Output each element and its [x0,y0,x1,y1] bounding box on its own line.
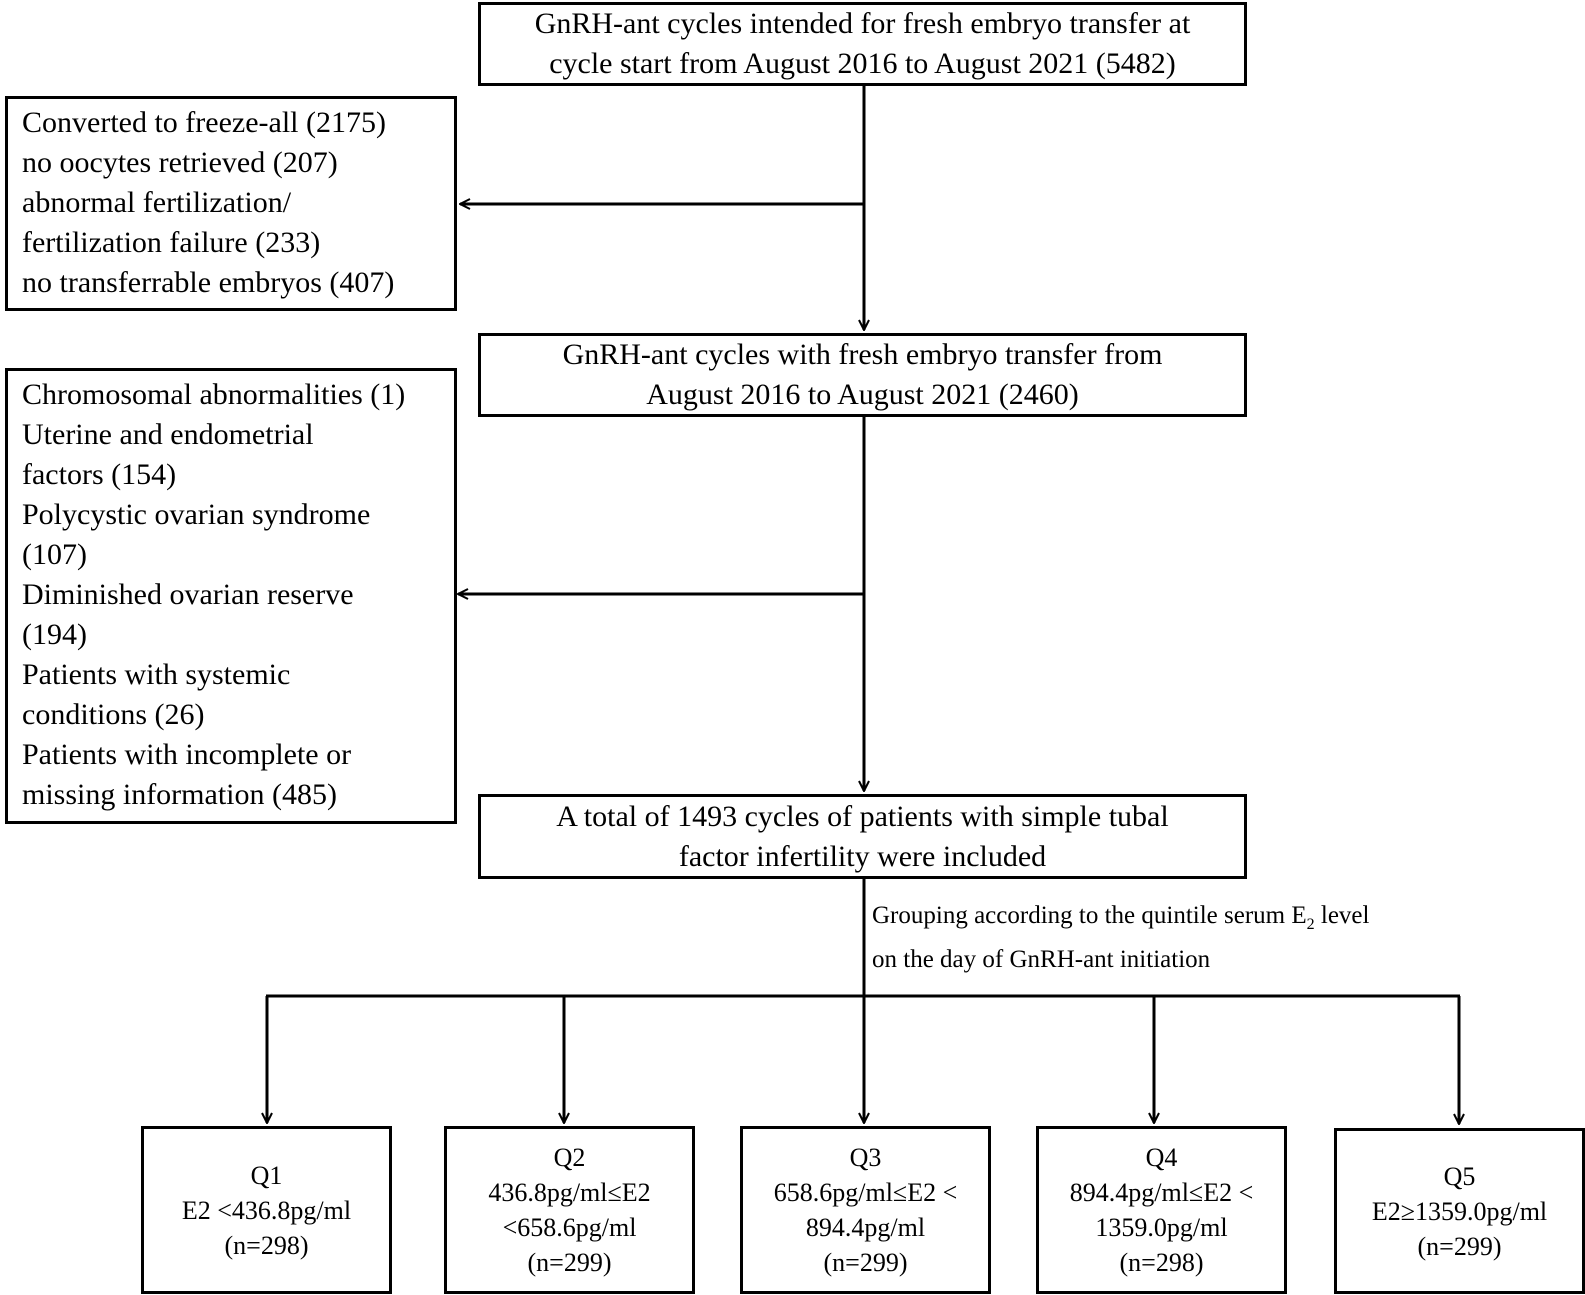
quintile-box-q2: Q2 436.8pg/ml≤E2 <658.6pg/ml (n=299) [444,1126,695,1294]
quintile-range: 436.8pg/ml≤E2 [488,1178,651,1207]
grouping-note-prefix: Grouping according to the quintile serum… [872,902,1307,929]
quintile-box-q3: Q3 658.6pg/ml≤E2 < 894.4pg/ml (n=299) [740,1126,991,1294]
quintile-label: Q3 [849,1143,882,1172]
top-box-line2: cycle start from August 2016 to August 2… [549,47,1176,80]
exclusion2-item: (194) [22,618,87,651]
quintile-range: 658.6pg/ml≤E2 < [773,1178,958,1207]
exclusion2-item: Polycystic ovarian syndrome [22,498,371,531]
exclusion2-item: missing information (485) [22,778,337,811]
quintile-count: (n=298) [1119,1248,1204,1277]
included-box-line1: A total of 1493 cycles of patients with … [556,799,1169,833]
exclusion1-item: fertilization failure (233) [22,226,321,259]
exclusion1-item: abnormal fertilization/ [22,186,292,219]
quintile-count: (n=299) [823,1248,908,1277]
grouping-note: Grouping according to the quintile serum… [872,898,1369,977]
quintile-count: (n=298) [224,1230,309,1260]
exclusion2-item: Chromosomal abnormalities (1) [22,378,406,411]
top-box-line1: GnRH-ant cycles intended for fresh embry… [534,7,1191,40]
quintile-count: (n=299) [527,1248,612,1277]
quintile-box-q1: Q1 E2 <436.8pg/ml (n=298) [141,1126,392,1294]
grouping-note-line2: on the day of GnRH-ant initiation [872,946,1211,973]
quintile-label: Q4 [1145,1143,1178,1172]
exclusion2-item: Patients with systemic [22,658,291,691]
quintile-range: 1359.0pg/ml [1095,1213,1228,1242]
grouping-note-line1: Grouping according to the quintile serum… [872,898,1369,942]
quintile-box-q5: Q5 E2≥1359.0pg/ml (n=299) [1334,1128,1585,1294]
exclusion1-item: no oocytes retrieved (207) [22,146,338,179]
exclusion2-item: Diminished ovarian reserve [22,578,354,611]
grouping-note-suffix: level [1314,902,1370,929]
exclusion2-item: factors (154) [22,458,177,491]
quintile-range: <658.6pg/ml [502,1213,637,1242]
exclusion-box-2: Chromosomal abnormalities (1) Uterine an… [5,368,457,824]
quintile-range: E2≥1359.0pg/ml [1371,1196,1548,1226]
included-box-line2: factor infertility were included [678,839,1047,873]
included-box: A total of 1493 cycles of patients with … [478,794,1247,879]
middle-box: GnRH-ant cycles with fresh embryo transf… [478,333,1247,417]
quintile-label: Q2 [553,1143,586,1172]
exclusion2-item: Uterine and endometrial [22,418,314,451]
exclusion2-item: conditions (26) [22,698,205,731]
quintile-label: Q1 [250,1160,283,1190]
exclusion2-item: (107) [22,538,87,571]
top-box: GnRH-ant cycles intended for fresh embry… [478,2,1247,86]
exclusion1-item: Converted to freeze-all (2175) [22,106,386,139]
exclusion-box-1: Converted to freeze-all (2175) no oocyte… [5,96,457,311]
middle-box-line2: August 2016 to August 2021 (2460) [646,378,1079,411]
quintile-label: Q5 [1443,1161,1476,1191]
exclusion2-item: Patients with incomplete or [22,738,352,771]
quintile-range: 894.4pg/ml≤E2 < [1069,1178,1254,1207]
quintile-range: 894.4pg/ml [805,1213,926,1242]
quintile-count: (n=299) [1417,1231,1502,1261]
exclusion1-item: no transferrable embryos (407) [22,266,395,299]
grouping-note-subscript: 2 [1306,916,1315,933]
quintile-range: E2 <436.8pg/ml [181,1195,352,1225]
middle-box-line1: GnRH-ant cycles with fresh embryo transf… [562,338,1163,371]
quintile-box-q4: Q4 894.4pg/ml≤E2 < 1359.0pg/ml (n=298) [1036,1126,1287,1294]
